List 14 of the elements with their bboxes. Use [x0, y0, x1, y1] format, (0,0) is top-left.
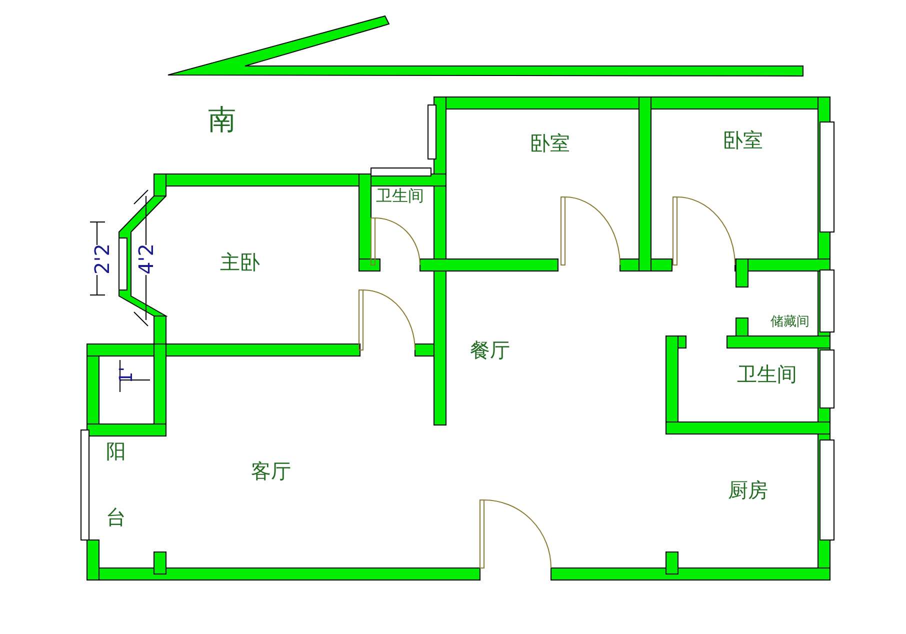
room-label: 卧室 [530, 133, 570, 153]
room-label: 卫生间 [376, 188, 424, 204]
room-label: 阳台 [106, 438, 126, 531]
room-label: 卧室 [723, 130, 763, 150]
room-label: 卫生间 [737, 364, 797, 384]
room-label: 餐厅 [470, 340, 510, 360]
room-label: 客厅 [251, 461, 291, 481]
room-label: 储藏间 [770, 316, 810, 328]
direction-label: 南 [208, 106, 236, 134]
dimension-label: 2'2 [92, 244, 112, 274]
room-label: 厨房 [728, 480, 768, 500]
dimension-label: 1' [118, 366, 136, 384]
room-label: 主卧 [220, 252, 260, 272]
dimension-label: 4'2 [136, 244, 156, 274]
